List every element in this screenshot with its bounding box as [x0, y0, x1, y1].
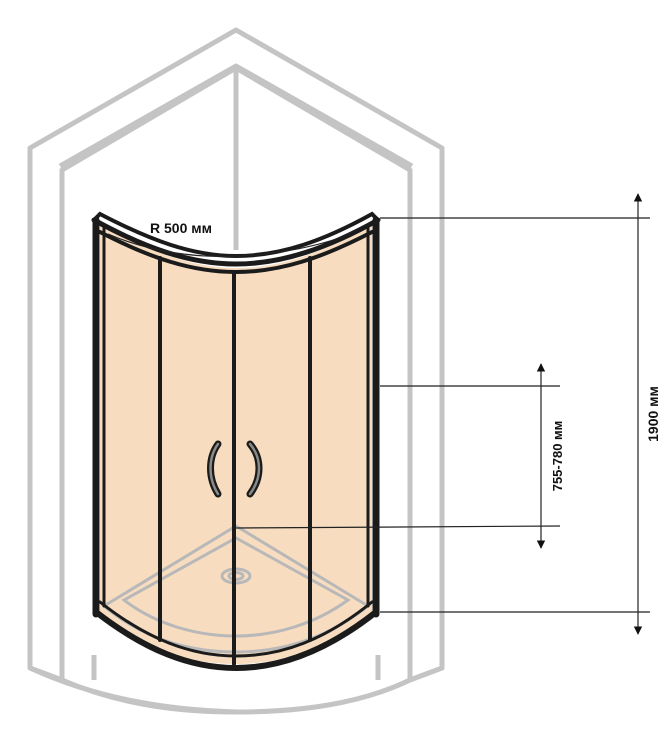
radius-label: R 500 мм: [150, 220, 212, 236]
wall-corner-outline: [27, 27, 445, 715]
radius-annotation: R 500 мм: [107, 220, 351, 257]
dimension-lines: [235, 193, 650, 635]
handle-height-label: 755-780 мм: [550, 421, 565, 492]
height-label: 1900 мм: [645, 386, 661, 442]
enclosure-frame: [91, 211, 381, 672]
door-handles: [207, 440, 263, 498]
